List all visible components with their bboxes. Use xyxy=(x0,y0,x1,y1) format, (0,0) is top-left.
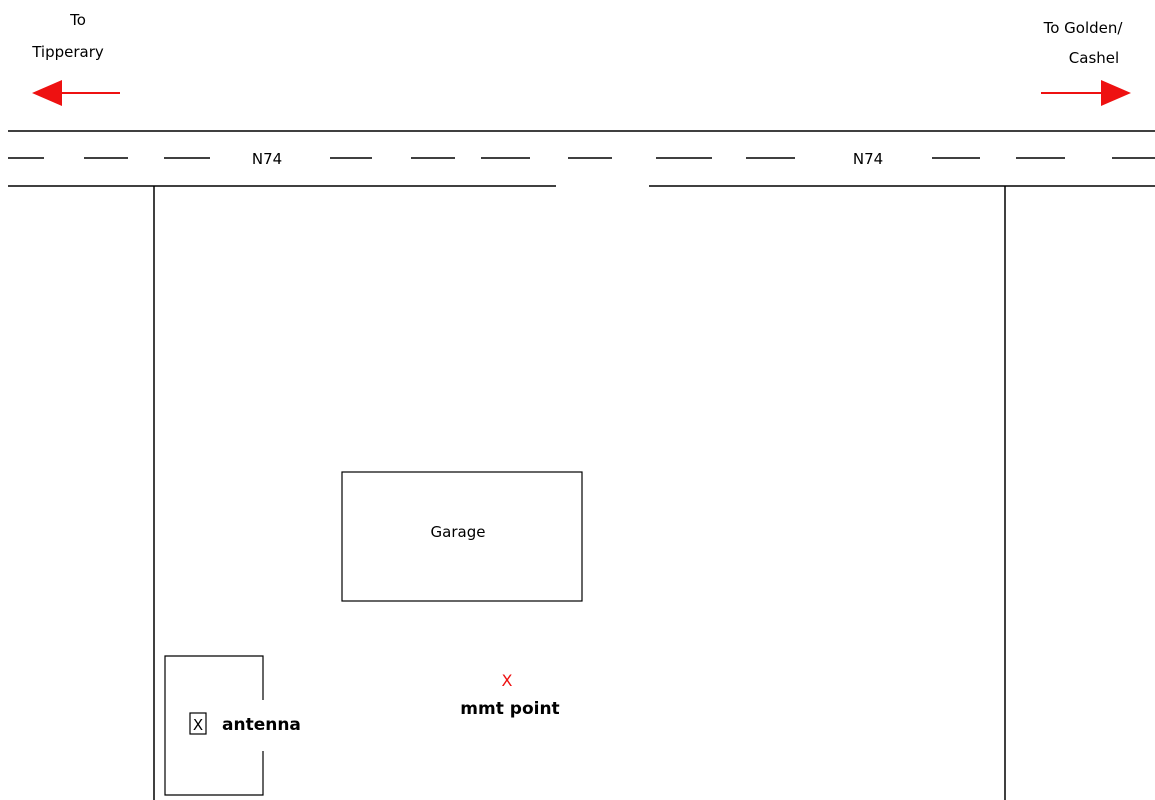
measurement-point-marker: X xyxy=(502,671,513,690)
arrow-left-icon xyxy=(32,80,120,106)
direction-right-line2: Cashel xyxy=(1069,49,1119,67)
garage-label: Garage xyxy=(431,523,486,541)
road-label-right: N74 xyxy=(853,150,883,168)
arrow-right-icon xyxy=(1041,80,1131,106)
direction-left-line1: To xyxy=(69,11,86,29)
garage-building xyxy=(341,471,583,602)
antenna-icon xyxy=(189,712,207,735)
direction-right-line1: To Golden/ xyxy=(1043,19,1124,37)
measurement-point-label: mmt point xyxy=(460,699,559,719)
antenna-box-marker: X xyxy=(193,716,203,734)
direction-left-line2: Tipperary xyxy=(31,43,104,61)
antenna-label: antenna xyxy=(222,715,301,735)
road-label-left: N74 xyxy=(252,150,282,168)
antenna-enclosure xyxy=(164,655,264,796)
